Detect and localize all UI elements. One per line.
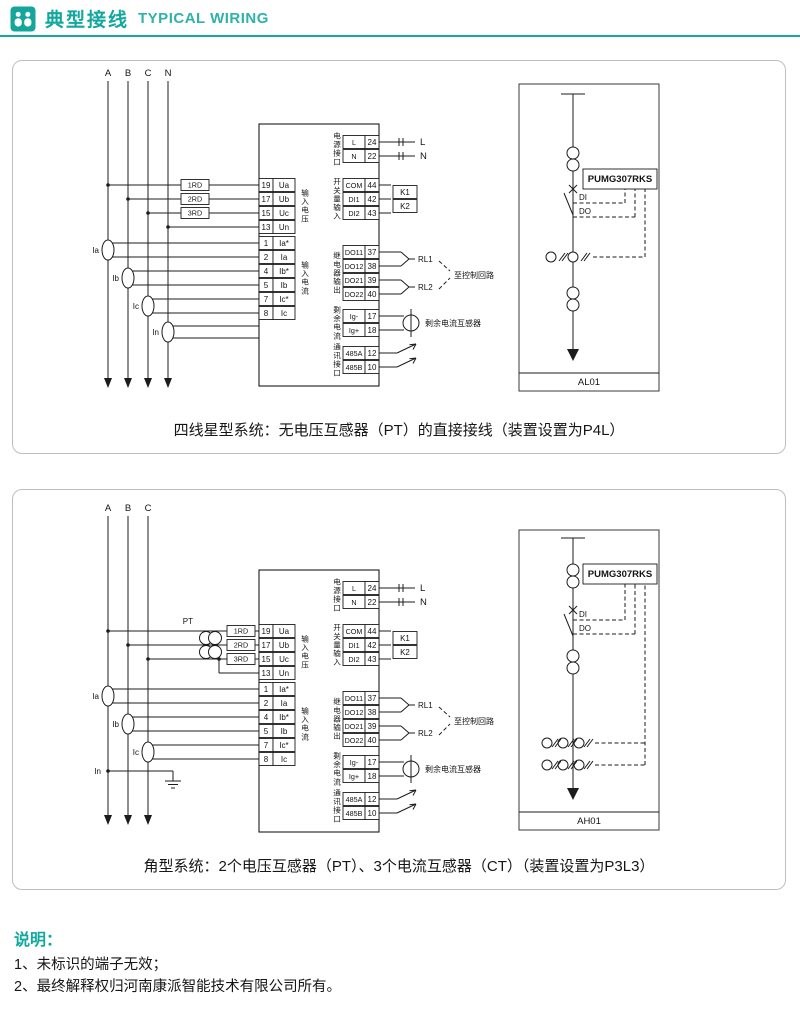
phase-arrow [164, 378, 172, 388]
phase-label: B [125, 503, 131, 514]
d1-current-transformers: Ia Ib Ic In [92, 239, 259, 343]
page-header: 典型接线 TYPICAL WIRING [10, 5, 269, 32]
phase-arrow [104, 378, 112, 388]
ct-symbol [141, 741, 155, 763]
di-tag: DI [579, 193, 587, 202]
fuse-box [226, 625, 256, 637]
ct-label: Ic [133, 748, 139, 757]
phase-arrow [124, 815, 132, 825]
ct-label: In [94, 767, 101, 776]
fuse-label: 1RD [234, 627, 248, 636]
breaker-symbol [563, 605, 578, 637]
transformer-symbol [566, 298, 580, 312]
feeder-arrow [567, 788, 579, 800]
ct-label: Ic [133, 302, 139, 311]
header-divider [0, 35, 800, 37]
diagram1-panel: 19 Ua 17 Ub 15 Uc 13 Un [12, 60, 786, 454]
ct-ring [557, 737, 569, 749]
do-tag: DO [579, 207, 591, 216]
d2-phase-lines: A B C [104, 503, 152, 825]
diagram2-svg: A B C PT 1RD 2RD 3RD [92, 503, 660, 833]
breaker-symbol [563, 184, 578, 216]
ct-symbol [161, 321, 175, 343]
transformer-symbol [566, 286, 580, 300]
phase-label: C [145, 503, 152, 514]
fuse-box [180, 207, 210, 219]
device-name-box [582, 563, 658, 585]
phase-label: B [125, 68, 131, 79]
phase-label: N [165, 68, 172, 79]
notes-heading: 说明： [14, 932, 63, 949]
fuse-box [226, 653, 256, 665]
fuse-label: 3RD [188, 209, 202, 218]
ct-ring [541, 737, 553, 749]
ct-ring [545, 251, 557, 263]
panel-tag: AH01 [577, 816, 601, 827]
transformer-symbol [566, 649, 580, 663]
d2-current-transformers: Ia Ib Ic In [92, 685, 259, 789]
ct-label: Ia [92, 692, 99, 701]
phase-arrow [104, 815, 112, 825]
ct-symbol [121, 713, 135, 735]
phase-arrow [124, 378, 132, 388]
d2-pt-section: PT 1RD 2RD 3RD [106, 617, 259, 674]
transformer-symbol [566, 563, 580, 577]
ct-ring [573, 737, 585, 749]
diagram1-svg: 19 Ua 17 Ub 15 Uc 13 Un [92, 68, 660, 392]
pt-label: PT [183, 617, 193, 626]
fuse-label: 3RD [234, 655, 248, 664]
transformer-symbol [566, 146, 580, 160]
phase-arrow [144, 378, 152, 388]
brand-icon [10, 6, 36, 31]
fuse-label: 2RD [188, 195, 202, 204]
ct-label: In [152, 328, 159, 337]
notes-section: 说明： 1、未标识的端子无效； 2、最终解释权归河南康派智能技术有限公司所有。 [14, 926, 341, 999]
note-item: 1、未标识的端子无效； [14, 957, 168, 973]
feeder-arrow [567, 349, 579, 361]
diagram2-caption: 角型系统：2个电压互感器（PT）、3个电流互感器（CT）（装置设置为P3L3） [143, 858, 655, 875]
transformer-symbol [566, 575, 580, 589]
diagram2-panel: A B C PT 1RD 2RD 3RD [12, 489, 786, 890]
ct-symbol [121, 267, 135, 289]
transformer-symbol [566, 661, 580, 675]
device-name: PUMG307RKS [588, 569, 652, 580]
fuse-box [180, 179, 210, 191]
ct-ring [541, 759, 553, 771]
transformer-symbol [566, 158, 580, 172]
diagram1-caption: 四线星型系统：无电压互感器（PT）的直接接线（装置设置为P4L） [173, 422, 625, 439]
d2-single-line-panel: PUMG307RKS DI DO AH01 [518, 529, 660, 831]
d1-single-line-panel: PUMG307RKS DI DO AL01 [518, 83, 660, 392]
ct-label: Ib [112, 720, 119, 729]
fuse-box [226, 639, 256, 651]
d1-voltage-taps: 1RD 2RD 3RD [106, 179, 259, 229]
fuse-box [180, 193, 210, 205]
ct-symbol [141, 295, 155, 317]
ct-label: Ia [92, 246, 99, 255]
page-title: 典型接线 [45, 10, 130, 31]
phase-label: A [105, 503, 112, 514]
note-item: 2、最终解释权归河南康派智能技术有限公司所有。 [14, 978, 342, 995]
device-name-box [582, 168, 658, 190]
phase-label: A [105, 68, 112, 79]
ground-symbol [108, 770, 181, 789]
ct-symbol [101, 239, 115, 261]
phase-arrow [144, 815, 152, 825]
pt-symbol [208, 645, 222, 659]
pt-symbol [208, 631, 222, 645]
device-name: PUMG307RKS [588, 174, 652, 185]
phase-label: C [145, 68, 152, 79]
page-subtitle: TYPICAL WIRING [138, 10, 269, 27]
panel-border [518, 83, 660, 392]
ct-ring [573, 759, 585, 771]
do-tag: DO [579, 624, 591, 633]
fuse-label: 2RD [234, 641, 248, 650]
ct-ring [557, 759, 569, 771]
panel-tag: AL01 [578, 377, 600, 388]
ct-label: Ib [112, 274, 119, 283]
d1-phase-lines: A B C N [104, 68, 172, 388]
fuse-label: 1RD [188, 181, 202, 190]
ct-symbol [101, 685, 115, 707]
ct-ring [567, 251, 579, 263]
di-tag: DI [579, 610, 587, 619]
